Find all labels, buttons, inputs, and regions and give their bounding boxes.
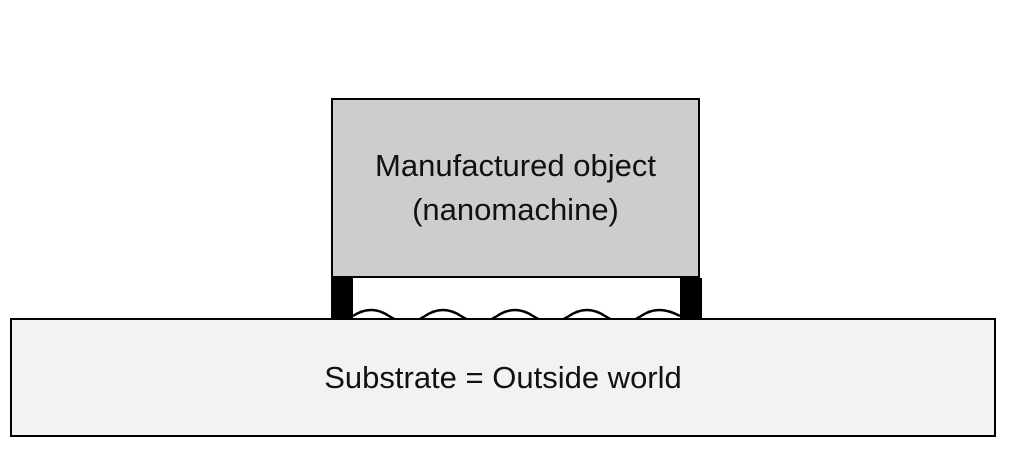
manufactured-object-label-line2: (nanomachine) <box>412 192 619 227</box>
interface-layer <box>331 278 702 322</box>
substrate-box: Substrate = Outside world <box>10 318 996 437</box>
right-support-pillar <box>680 278 702 320</box>
manufactured-object-label-line1: Manufactured object <box>375 148 656 183</box>
substrate-label: Substrate = Outside world <box>324 359 682 395</box>
wavy-bond-line <box>352 308 681 322</box>
manufactured-object-box: Manufactured object (nanomachine) <box>331 98 700 278</box>
left-support-pillar <box>331 278 353 320</box>
